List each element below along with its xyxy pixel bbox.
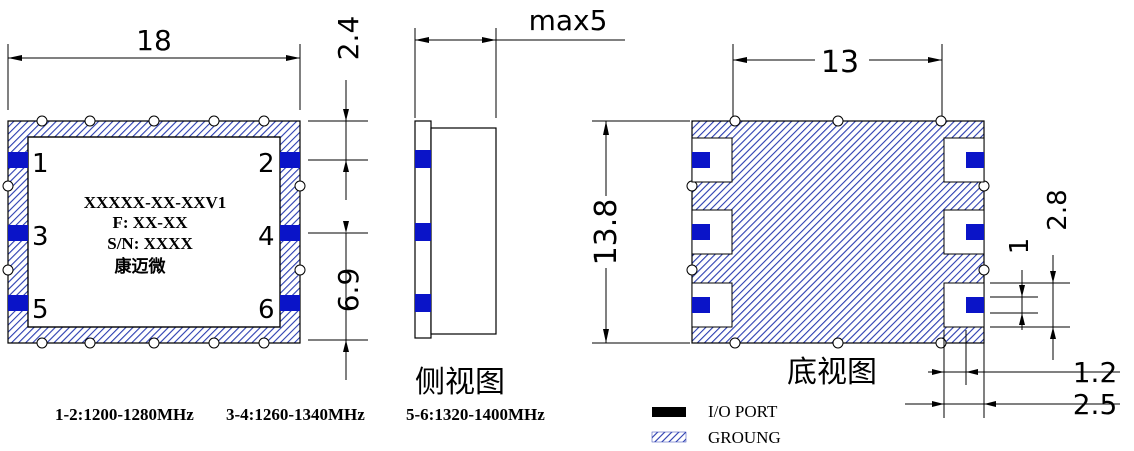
side-pad-mid	[415, 223, 431, 241]
dim-pad-pitch: 2.8	[1043, 189, 1073, 230]
pin-6-label: 6	[258, 295, 275, 325]
legend-io-port: I/O PORT	[708, 402, 778, 421]
io-port-swatch	[652, 407, 686, 417]
maker-label: 康迈微	[115, 256, 167, 276]
legend-ground: GROUNG	[708, 428, 781, 447]
pin-4-pad	[280, 225, 300, 241]
pin-3-label: 3	[32, 222, 49, 252]
pin-5-pad	[8, 295, 28, 311]
top-width-dimension: 18	[136, 24, 172, 57]
pin-2-label: 2	[258, 149, 275, 179]
side-view: max5 侧视图	[414, 4, 625, 400]
bottom-height-dimension: 13.8	[589, 199, 624, 266]
ground-swatch	[651, 431, 687, 443]
dim-pad-offset: 2.5	[1073, 388, 1118, 421]
pin-6-pad	[280, 295, 300, 311]
dim-pad-height: 1.2	[1073, 356, 1118, 389]
ground-plane	[691, 120, 985, 344]
frequency-label: F: XX-XX	[112, 213, 188, 232]
freq-range-1-2: 1-2:1200-1280MHz	[55, 405, 194, 424]
side-view-caption: 侧视图	[415, 365, 505, 400]
pin-1-pad	[8, 152, 28, 168]
bottom-pad-1	[692, 152, 710, 168]
side-pad-top	[415, 150, 431, 168]
freq-range-5-6: 5-6:1320-1400MHz	[406, 405, 545, 424]
bottom-pad-4	[966, 224, 984, 240]
pin-4-label: 4	[258, 222, 275, 252]
ground-frame	[7, 120, 301, 344]
part-number-label: XXXXX-XX-XXV1	[84, 193, 227, 212]
pin-2-pad	[280, 152, 300, 168]
legend: I/O PORT GROUNG	[651, 402, 781, 447]
dim-pad-width: 1	[1005, 238, 1035, 255]
pin-3-pad	[8, 225, 28, 241]
bottom-pad-5	[692, 297, 710, 313]
side-pad-bottom	[415, 294, 431, 312]
bottom-pad-6	[966, 297, 984, 313]
dim-2-4: 2.4	[332, 16, 365, 61]
serial-number-label: S/N: XXXX	[107, 234, 193, 253]
bottom-pad-3	[692, 224, 710, 240]
bottom-view: 13 13.8	[589, 44, 1120, 421]
side-height-dimension: max5	[529, 4, 608, 37]
top-view: 18 1 2 3 4 5 6 XXXXX-XX-XXV1 F: XX-XX S/…	[2, 16, 368, 380]
dim-6-9: 6.9	[332, 268, 365, 313]
bottom-pad-2	[966, 152, 984, 168]
freq-range-3-4: 3-4:1260-1340MHz	[226, 405, 365, 424]
pin-5-label: 5	[32, 295, 49, 325]
bottom-width-dimension: 13	[821, 45, 859, 80]
frequency-ranges: 1-2:1200-1280MHz 3-4:1260-1340MHz 5-6:13…	[55, 405, 545, 424]
bottom-view-caption: 底视图	[787, 355, 877, 390]
pin-1-label: 1	[32, 149, 49, 179]
lid-outline	[27, 136, 281, 328]
